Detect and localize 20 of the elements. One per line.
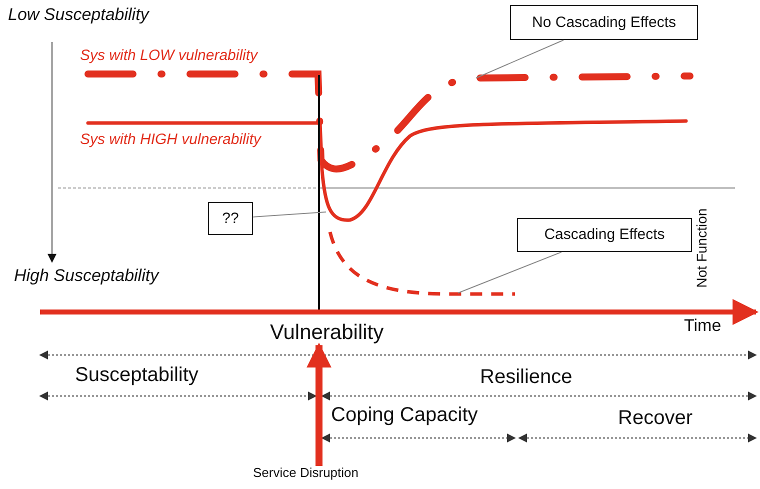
event-label: Service Disruption [253,466,358,481]
leader-line [252,212,326,218]
axis-label: Vulnerability [270,321,384,346]
axis-label: Low Susceptability [8,5,149,25]
leader-line [458,252,562,294]
axis-label: High Susceptability [14,266,159,286]
leader-line [476,40,564,78]
phase-label: Recover [618,407,692,430]
axis-label: Time [684,316,722,336]
phase-label: Susceptability [75,364,198,387]
callout-box: ?? [208,202,253,235]
threshold-label: Not Function [694,208,710,288]
phase-label: Coping Capacity [331,404,478,427]
callout-box: Cascading Effects [517,218,692,252]
phase-label: Resilience [480,366,572,389]
curve-label: Sys with HIGH vulnerability [80,131,261,148]
arrow [306,342,332,466]
curve-label: Sys with LOW vulnerability [80,47,258,64]
cascading-curve [328,231,515,296]
callout-box: No Cascading Effects [510,5,698,40]
